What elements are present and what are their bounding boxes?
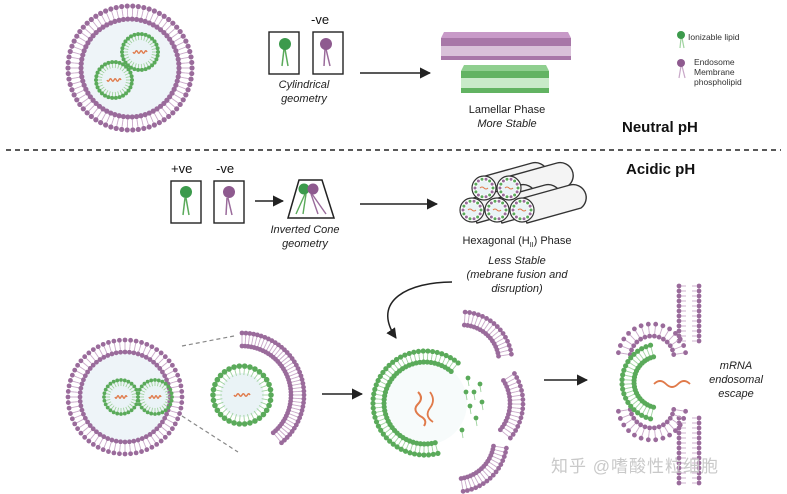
- lnp-bottom-2: [136, 378, 174, 416]
- hexagonal-phase-name: Hexagonal (H: [462, 235, 530, 247]
- neutral-geometry-line2: geometry: [281, 93, 327, 105]
- legend-icons: [677, 31, 686, 79]
- hex-tube-end: [496, 175, 522, 201]
- escape-line1: mRNA: [719, 360, 753, 372]
- inverted-cone-line1: Inverted Cone: [270, 224, 340, 236]
- hex-tube-end: [484, 197, 510, 223]
- legend-ionizable-icon: [677, 31, 685, 49]
- acidic-lipid-card-phospholipid: [213, 180, 245, 224]
- neutral-ph-heading: Neutral pH: [622, 119, 698, 136]
- neutral-geometry-line1: Cylindrical: [278, 79, 330, 91]
- acidic-ph-heading: Acidic pH: [626, 161, 696, 178]
- legend-ionizable-label: Ionizable lipid: [688, 32, 740, 42]
- membrane-fusion-center: [370, 348, 485, 458]
- inverted-cone-line2: geometry: [282, 238, 328, 250]
- neutral-lipid-card-ionizable: [268, 31, 300, 75]
- hexagonal-stability-line3: disruption): [491, 283, 543, 295]
- hex-tube-end: [509, 197, 535, 223]
- inverted-cone-shape: [287, 179, 336, 219]
- lamellar-phase-purple-slab: [441, 32, 571, 60]
- lamellar-phase-label: Lamellar Phase: [468, 104, 546, 116]
- hexagonal-phase-subscript: II: [529, 242, 534, 250]
- neutral-charge-label: -ve: [311, 12, 330, 27]
- watermark: 知乎 @嗜酸性粒细胞: [551, 457, 719, 476]
- hexagonal-phase-label: Hexagonal (HII) Phase: [447, 235, 587, 249]
- escape-line3: escape: [718, 388, 754, 400]
- legend-phospholipid-icon: [677, 59, 686, 79]
- zoomed-fusion-detail: [210, 330, 307, 446]
- curved-arrow: [386, 281, 453, 339]
- escape-line2: endosomal: [709, 374, 763, 386]
- lamellar-stability-label: More Stable: [477, 118, 537, 130]
- lnp-bottom-1: [102, 378, 140, 416]
- acidic-charge-positive: +ve: [171, 161, 193, 176]
- hexagonal-phase-suffix: ) Phase: [533, 235, 572, 247]
- acidic-charge-negative: -ve: [216, 161, 235, 176]
- endosome-membrane-fragments: [458, 309, 526, 494]
- acidic-lipid-card-ionizable: [170, 180, 202, 224]
- zoom-line-top: [181, 335, 235, 347]
- hexagonal-stability-line1: Less Stable: [488, 255, 546, 267]
- hexagonal-stability-line2: (mebrane fusion and: [466, 269, 568, 281]
- hex-tube-end: [459, 197, 485, 223]
- lnp-top-1: [120, 32, 160, 72]
- mrna-escape-channel: [616, 283, 702, 486]
- lamellar-phase-green-slab: [461, 65, 549, 93]
- legend-endosome-label: Endosome Membrane phospholipid: [694, 57, 742, 87]
- hexagonal-phase-tubes: [459, 161, 587, 224]
- lnp-top-2: [94, 60, 134, 100]
- neutral-lipid-card-phospholipid: [312, 31, 344, 75]
- hex-tube-end: [471, 175, 497, 201]
